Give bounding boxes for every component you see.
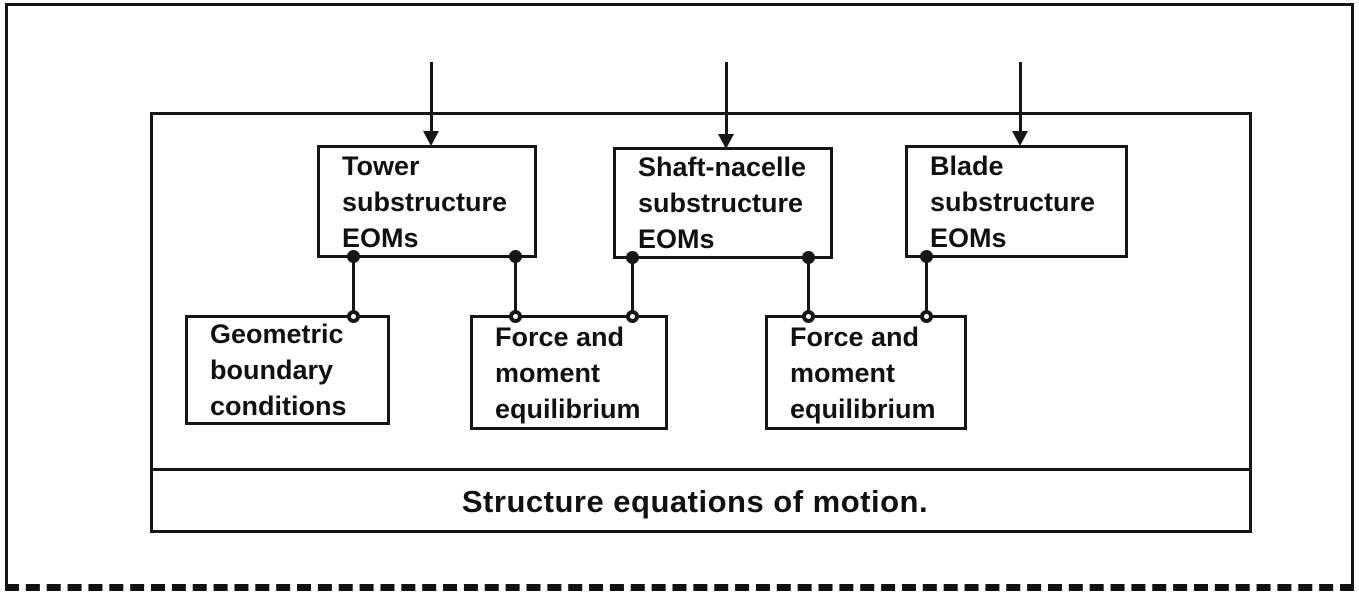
connector-line <box>352 256 355 317</box>
connector-line <box>514 256 517 317</box>
box-label: Blade substructure EOMs <box>930 150 1096 253</box>
box-tower-substructure-eoms: Tower substructure EOMs <box>317 145 537 258</box>
connector-line <box>631 257 634 317</box>
box-label: Force and moment equilibrium <box>495 321 641 424</box>
box-label: Shaft-nacelle substructure EOMs <box>638 152 807 254</box>
junction-socket <box>509 310 522 323</box>
caption-strip: Structure equations of motion. <box>150 468 1252 533</box>
arrowhead-down-icon <box>423 131 439 146</box>
arrowhead-down-icon <box>1012 131 1028 146</box>
arrow-shaft <box>725 62 728 136</box>
junction-socket <box>347 310 360 323</box>
arrow-shaft <box>1019 62 1022 134</box>
box-blade-substructure-eoms: Blade substructure EOMs <box>905 145 1128 258</box>
junction-dot <box>347 250 360 263</box>
box-force-moment-equilibrium-right: Force and moment equilibrium <box>765 315 967 430</box>
outer-frame <box>5 3 1354 591</box>
junction-dot <box>802 251 815 264</box>
junction-socket <box>920 310 933 323</box>
junction-dot <box>509 250 522 263</box>
box-label: Force and moment equilibrium <box>790 321 936 424</box>
arrow-shaft <box>430 62 433 134</box>
junction-socket <box>626 310 639 323</box>
box-shaft-nacelle-substructure-eoms: Shaft-nacelle substructure EOMs <box>613 147 833 259</box>
connector-line <box>925 256 928 317</box>
box-geometric-boundary-conditions: Geometric boundary conditions <box>185 315 390 425</box>
junction-dot <box>920 250 933 263</box>
diagram-caption: Structure equations of motion. <box>461 484 929 519</box>
junction-socket <box>802 310 815 323</box>
arrowhead-down-icon <box>718 134 734 149</box>
connector-line <box>807 257 810 317</box>
junction-dot <box>626 251 639 264</box>
box-force-moment-equilibrium-left: Force and moment equilibrium <box>470 315 668 430</box>
box-label: Geometric boundary conditions <box>210 319 347 421</box>
box-label: Tower substructure EOMs <box>342 150 508 253</box>
